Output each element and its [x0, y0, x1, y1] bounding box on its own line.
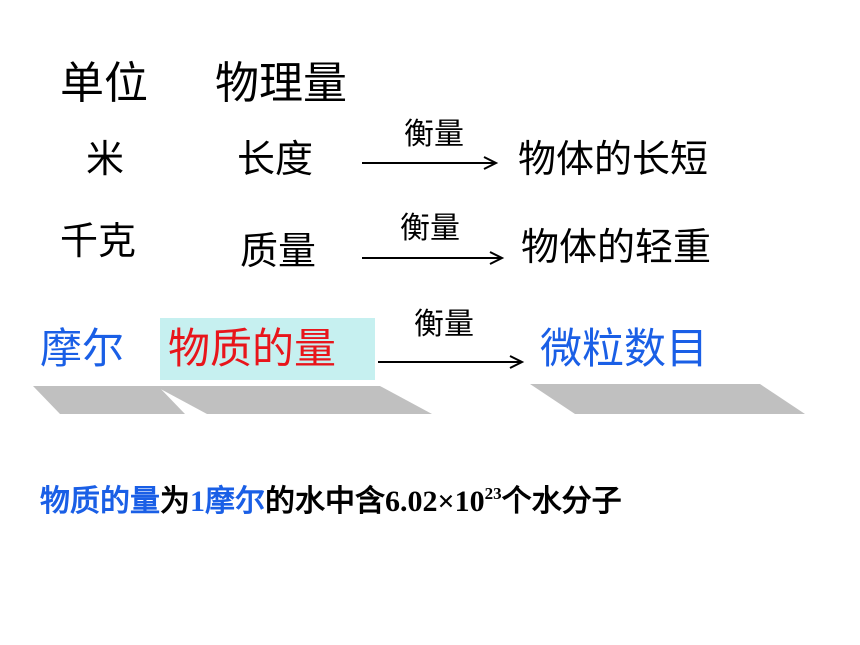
row-target-mass: 物体的轻重 — [521, 225, 712, 269]
sentence-molecules: 个水分子 — [501, 484, 622, 519]
quantity-highlight — [160, 318, 375, 380]
mole-target: 微粒数目 — [540, 324, 709, 373]
measure-arrow — [378, 355, 525, 369]
row-target-length: 物体的长短 — [518, 137, 709, 181]
sentence-amount: 物质的量 — [40, 484, 160, 519]
summary-sentence: 物质的量为1摩尔的水中含6.02×1023个水分子 — [40, 476, 622, 520]
sentence-avogadro: 6.02×10 — [385, 485, 485, 518]
measure-arrow — [362, 251, 505, 265]
mole-unit: 摩尔 — [40, 324, 125, 373]
row-unit-meter: 米 — [86, 137, 125, 181]
sentence-is: 为 — [160, 484, 190, 519]
row-verb-measure: 衡量 — [400, 211, 460, 246]
sentence-one-mole: 1摩尔 — [190, 485, 265, 518]
mole-verb-measure: 衡量 — [414, 307, 474, 342]
row-verb-measure: 衡量 — [404, 117, 464, 152]
quantity-header: 物理量 — [215, 58, 347, 109]
measure-arrow — [362, 156, 499, 170]
sentence-exponent: 23 — [484, 484, 502, 503]
sentence-water-contains: 的水中含 — [265, 484, 385, 519]
mole-quantity: 物质的量 — [168, 324, 337, 373]
row-unit-kilogram: 千克 — [60, 219, 137, 263]
row-quantity-length: 长度 — [237, 137, 314, 181]
row-quantity-mass: 质量 — [240, 229, 317, 273]
unit-header: 单位 — [60, 58, 148, 109]
